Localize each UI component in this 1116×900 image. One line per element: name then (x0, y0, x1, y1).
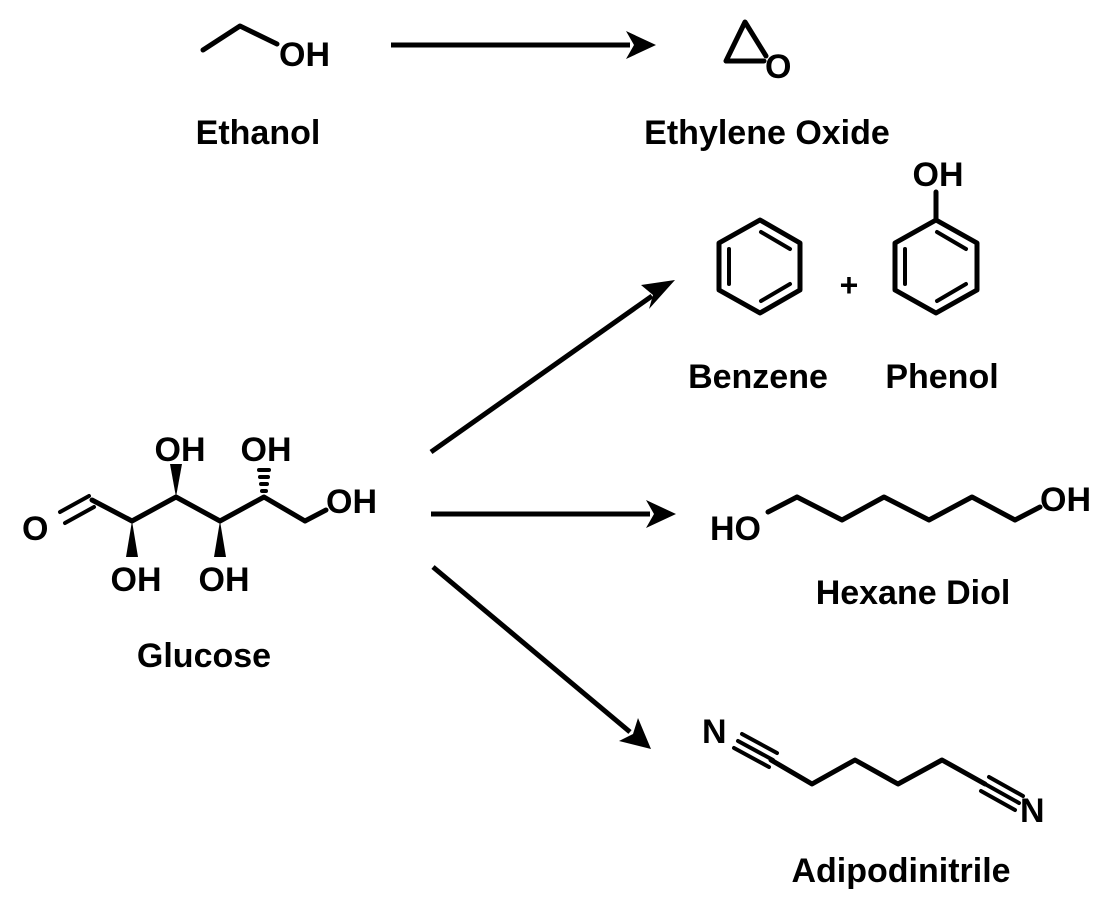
triple-bond-line (736, 739, 775, 762)
plus-sign: + (840, 267, 859, 303)
glucose-oh-c3-atom: OH (155, 431, 206, 469)
adipodinitrile-label: Adipodinitrile (791, 852, 1010, 890)
arrow-glucose-to-adipodinitrile (431, 565, 651, 749)
hexane-diol-o-c-bond (765, 494, 800, 515)
benzene-structure (716, 217, 803, 316)
benzene-label: Benzene (688, 358, 828, 396)
glucose-co-double-bond (63, 505, 96, 525)
phenol-oh-atom: OH (913, 156, 964, 194)
benzene-ring (716, 217, 803, 316)
glucose-co-double-bond (58, 494, 91, 514)
benzene-double-bond (759, 230, 792, 251)
hexane-diol-c-o-bond (1012, 504, 1043, 523)
glucose-structure: O OH OH OH OH OH (22, 431, 377, 599)
hexane-diol-structure: HO OH (710, 481, 1091, 548)
hexane-diol-label: Hexane Diol (816, 574, 1011, 612)
triple-bond-line (732, 746, 771, 769)
arrow-head (619, 718, 651, 749)
ethylene-oxide-label: Ethylene Oxide (644, 114, 890, 152)
ethanol-structure: OH (200, 23, 330, 74)
triple-bond-line (979, 789, 1017, 812)
phenol-double-bond (935, 230, 968, 251)
arrow-head (641, 280, 675, 309)
ethanol-label: Ethanol (196, 114, 321, 152)
arrow-shaft (431, 565, 632, 734)
glucose-oh-c2-atom: OH (111, 561, 162, 599)
epoxide-o-atom: O (765, 48, 791, 86)
phenol-structure: OH (892, 156, 980, 316)
adipodinitrile-chain (768, 757, 988, 787)
arrow-glucose-to-hexane-diol (431, 500, 676, 528)
hexane-diol-oh-atom: OH (1040, 481, 1091, 519)
adipodinitrile-structure: N N (702, 713, 1045, 830)
phenol-label: Phenol (885, 358, 998, 396)
phenol-ring (892, 217, 980, 316)
triple-bond-line (740, 732, 779, 755)
epoxide-ring-bonds (723, 19, 769, 64)
arrow-ethanol-to-ethylene-oxide (391, 31, 656, 59)
glucose-oh-c6-atom: OH (326, 483, 377, 521)
arrow-shaft (429, 293, 654, 455)
glucose-backbone (89, 494, 308, 524)
arrow-head (646, 500, 676, 528)
arrow-head (626, 31, 656, 59)
triple-bond-line (983, 782, 1021, 805)
hexane-diol-chain (794, 494, 1018, 523)
hexane-diol-ho-atom: HO (710, 510, 761, 548)
triple-bond-line (987, 775, 1025, 798)
adipodinitrile-n-right-atom: N (1020, 792, 1045, 830)
glucose-wedge-bond (170, 464, 182, 497)
glucose-c6-o-bond (302, 507, 329, 524)
phenol-double-bond (935, 282, 968, 303)
ethanol-bonds (200, 23, 280, 53)
arrow-glucose-to-aromatics (429, 280, 675, 455)
glucose-label: Glucose (137, 637, 271, 675)
benzene-double-bond (759, 282, 792, 303)
glucose-aldehyde-o-atom: O (22, 510, 48, 548)
glucose-oh-c4-atom: OH (199, 561, 250, 599)
glucose-hashed-bond (257, 468, 271, 493)
glucose-oh-c5-atom: OH (241, 431, 292, 469)
adipodinitrile-n-left-atom: N (702, 713, 727, 751)
ethanol-oh-atom: OH (279, 36, 330, 74)
glucose-wedge-bond (126, 521, 138, 557)
glucose-wedge-bond (214, 521, 226, 557)
ethylene-oxide-structure: O (723, 19, 791, 86)
